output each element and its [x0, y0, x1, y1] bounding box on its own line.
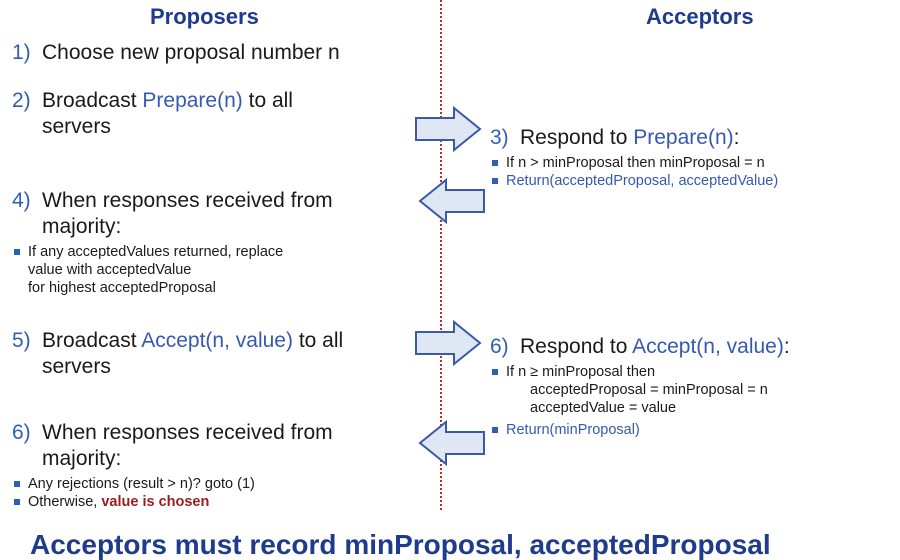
value-chosen-emphasis: value is chosen — [101, 494, 210, 510]
arrow-left-icon — [418, 177, 485, 225]
list-item: acceptedProposal = minProposal = n — [530, 382, 768, 398]
list-item: Return(minProposal) — [490, 421, 790, 439]
step-6-bullets: Any rejections (result > n)? goto (1) Ot… — [12, 475, 333, 511]
acceptor-step-3: 3)Respond to Prepare(n): If n > minPropo… — [490, 126, 779, 190]
proposer-step-2: 2)Broadcast Prepare(n) to all servers — [12, 89, 293, 138]
proposer-step-1: 1)Choose new proposal number n — [12, 41, 340, 64]
proposers-header: Proposers — [150, 4, 259, 29]
list-item: If any acceptedValues returned, replace — [12, 243, 333, 261]
list-item: Otherwise, value is chosen — [12, 493, 333, 511]
list-item: Return(acceptedProposal, acceptedValue) — [490, 172, 778, 190]
prepare-call: Prepare(n) — [142, 89, 243, 112]
list-item: If n ≥ minProposal then — [490, 363, 790, 381]
acceptors-header: Acceptors — [646, 4, 754, 29]
proposer-step-4: 4)When responses received from majority:… — [12, 189, 333, 297]
accept-call: Accept(n, value) — [632, 335, 784, 358]
proposer-step-5: 5)Broadcast Accept(n, value) to all serv… — [12, 329, 344, 378]
arrow-right-icon — [415, 319, 482, 367]
list-item: Any rejections (result > n)? goto (1) — [12, 475, 333, 493]
list-item: for highest acceptedProposal — [28, 280, 216, 296]
step-6-acceptor-bullets: If n ≥ minProposal then acceptedProposal… — [490, 363, 790, 439]
prepare-call: Prepare(n) — [633, 126, 734, 149]
list-item: acceptedValue = value — [530, 400, 677, 416]
accept-call: Accept(n, value) — [141, 329, 293, 352]
arrow-left-icon — [418, 419, 485, 467]
acceptor-step-6: 6)Respond to Accept(n, value): If n ≥ mi… — [490, 335, 790, 439]
footer-note: Acceptors must record minProposal, accep… — [30, 529, 771, 560]
step-4-bullets: If any acceptedValues returned, replace … — [12, 243, 333, 297]
proposer-step-6: 6)When responses received from majority:… — [12, 421, 333, 511]
column-divider — [440, 0, 442, 510]
list-item: If n > minProposal then minProposal = n — [490, 154, 778, 172]
arrow-right-icon — [415, 105, 482, 153]
step-3-bullets: If n > minProposal then minProposal = n … — [490, 154, 778, 190]
list-item: value with acceptedValue — [28, 262, 192, 278]
